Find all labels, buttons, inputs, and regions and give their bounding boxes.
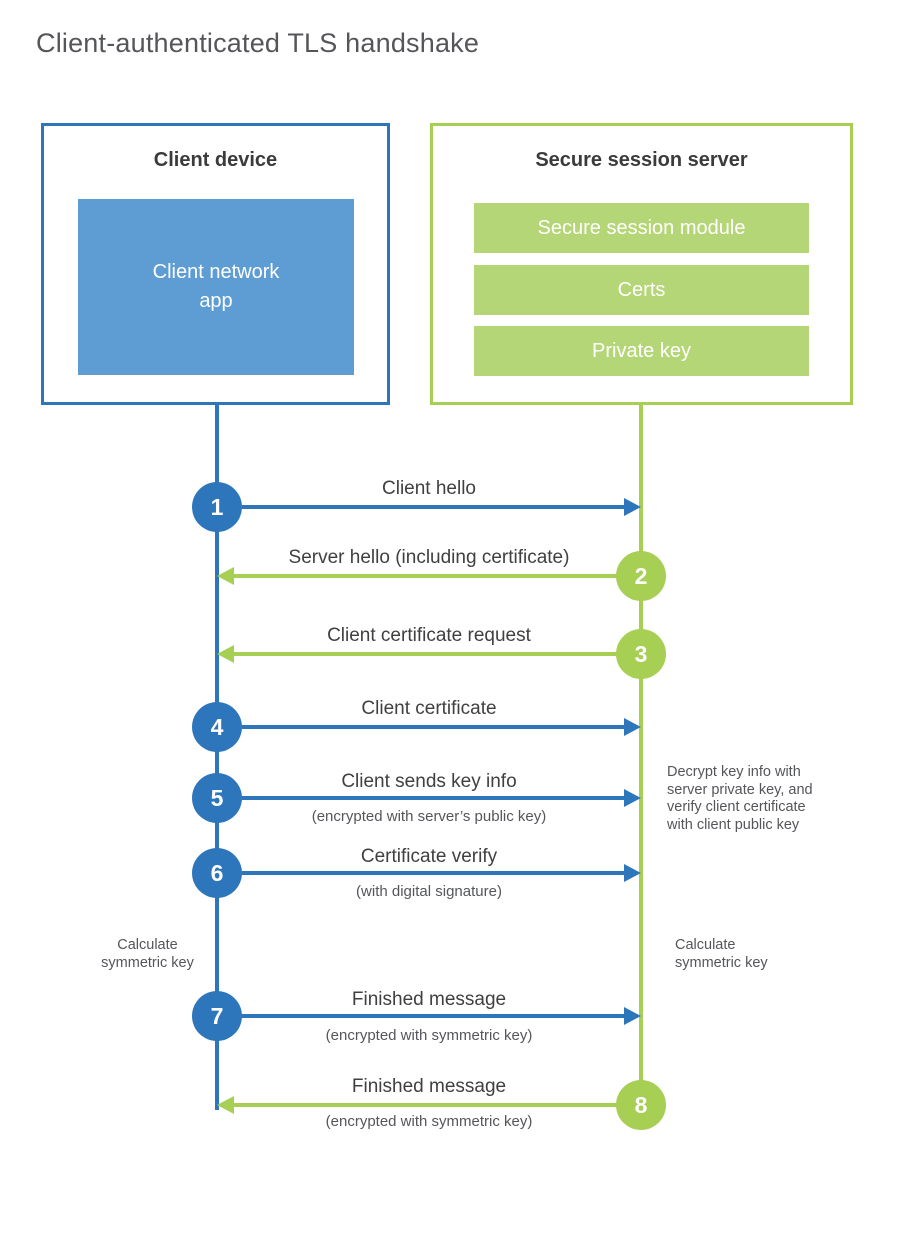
step1-label: Client hello (382, 478, 476, 499)
step2-label: Server hello (including certificate) (288, 547, 570, 568)
arrowhead-right-icon (624, 864, 641, 882)
arrowhead-left-icon (217, 1096, 234, 1114)
step6-arrow-right (242, 864, 641, 882)
step7-circle: 7 (192, 991, 242, 1041)
step5-sublabel: (encrypted with server’s public key) (311, 808, 547, 825)
client-network-app-box: Client network app (78, 199, 354, 375)
arrowhead-right-icon (624, 718, 641, 736)
client-app-line1: Client network (152, 261, 280, 283)
arrowhead-right-icon (624, 498, 641, 516)
client-calculate-symmetric-key-note: Calculate symmetric key (101, 937, 194, 971)
server-calculate-symmetric-key-note: Calculate symmetric key (675, 937, 768, 971)
step1-circle: 1 (192, 482, 242, 532)
arrowhead-left-icon (217, 567, 234, 585)
step7-arrow-right (242, 1007, 641, 1025)
step6-circle: 6 (192, 848, 242, 898)
step8-circle: 8 (616, 1080, 666, 1130)
step3-label: Client certificate request (327, 625, 531, 646)
client-lifeline (215, 405, 219, 1110)
arrowhead-right-icon (624, 1007, 641, 1025)
step5-arrow-right (242, 789, 641, 807)
client-device-title: Client device (153, 149, 278, 171)
server-decrypt-note: Decrypt key info with server private key… (667, 764, 813, 833)
step3-circle: 3 (616, 629, 666, 679)
arrowhead-left-icon (217, 645, 234, 663)
server-module-secure-session: Secure session module (474, 203, 809, 253)
arrowhead-right-icon (624, 789, 641, 807)
secure-session-server-box: Secure session server Secure session mod… (430, 123, 853, 405)
server-module-private-key: Private key (474, 326, 809, 376)
step8-label: Finished message (351, 1076, 507, 1097)
step7-label: Finished message (351, 989, 507, 1010)
step4-arrow-right (242, 718, 641, 736)
server-title: Secure session server (535, 149, 748, 171)
step4-label: Client certificate (361, 698, 497, 719)
step5-label: Client sends key info (341, 771, 517, 792)
page-title: Client-authenticated TLS handshake (36, 28, 480, 58)
step5-circle: 5 (192, 773, 242, 823)
step6-sublabel: (with digital signature) (356, 883, 502, 900)
step7-sublabel: (encrypted with symmetric key) (325, 1027, 533, 1044)
client-device-box: Client device Client network app (41, 123, 390, 405)
step1-arrow-right (242, 498, 641, 516)
server-lifeline (639, 405, 643, 1105)
step8-sublabel: (encrypted with symmetric key) (325, 1113, 533, 1130)
client-app-line2: app (199, 290, 233, 312)
step8-arrow-left (217, 1096, 616, 1114)
step6-label: Certificate verify (360, 846, 498, 867)
step2-arrow-left (217, 567, 616, 585)
step2-circle: 2 (616, 551, 666, 601)
step3-arrow-left (217, 645, 616, 663)
step4-circle: 4 (192, 702, 242, 752)
server-module-certs: Certs (474, 265, 809, 315)
client-network-app-label: Client network app (153, 258, 280, 316)
